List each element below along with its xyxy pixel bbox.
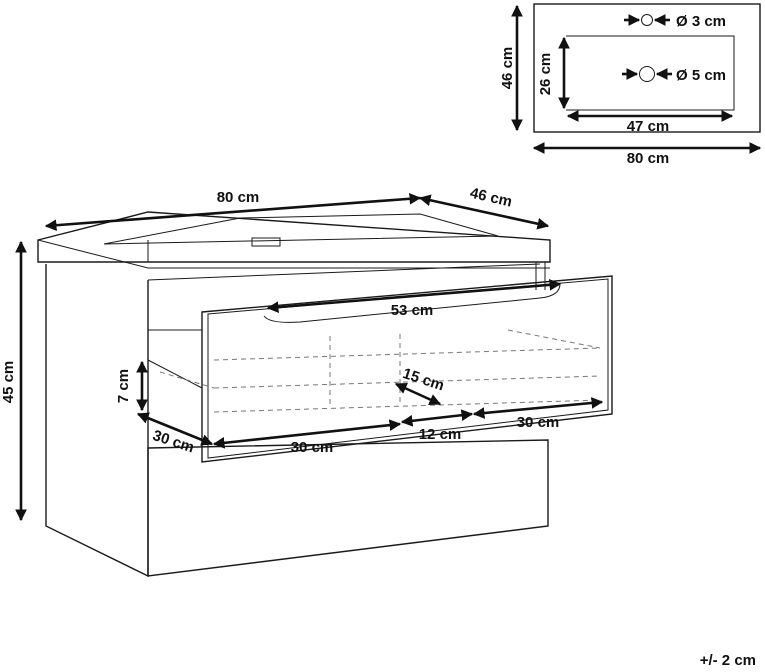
drawer-height-label: 7 cm xyxy=(115,369,132,403)
drawer-box-top-back xyxy=(213,347,601,361)
large-hole-icon xyxy=(639,66,655,82)
compartment-depth-arrow xyxy=(394,382,442,406)
drawer-left-arrow xyxy=(212,419,402,449)
drawer-width-arrow xyxy=(266,279,562,313)
small-hole-icon xyxy=(641,14,653,26)
drawer-box-middle xyxy=(213,375,601,389)
cabinet-lower-front xyxy=(147,439,549,577)
drawer-left-label: 30 cm xyxy=(291,439,334,456)
cabinet-depth-label: 46 cm xyxy=(468,185,513,211)
cabinet-width-arrow xyxy=(44,192,422,232)
drawer-width-label: 53 cm xyxy=(391,302,434,319)
left-depth-arrow xyxy=(136,412,214,446)
cabinet-depth-arrow xyxy=(418,194,550,230)
drawer-box-left-edge xyxy=(159,371,215,389)
cabinet-height-label: 45 cm xyxy=(0,361,17,404)
top-inner-depth-label: 26 cm xyxy=(537,53,554,96)
tolerance-label: +/- 2 cm xyxy=(700,652,756,669)
drawer-middle-label: 12 cm xyxy=(419,426,462,443)
drawer-middle-arrow xyxy=(400,409,474,427)
small-hole-label: Ø 3 cm xyxy=(676,13,726,30)
shelf-diagonal xyxy=(147,359,203,389)
drawer-box-right-edge xyxy=(507,329,601,349)
drawer-right-label: 30 cm xyxy=(517,414,560,431)
cabinet-top-inner xyxy=(147,263,541,281)
cabinet-width-label: 80 cm xyxy=(217,189,260,206)
countertop-front-edge xyxy=(37,239,550,269)
cabinet-side xyxy=(45,264,149,578)
top-view: Ø 3 cm Ø 5 cm 46 cm 26 cm 47 cm 80 cm xyxy=(499,3,762,167)
top-view-basin-outline xyxy=(566,35,735,111)
top-width-label: 80 cm xyxy=(627,150,670,167)
large-hole-label: Ø 5 cm xyxy=(676,67,726,84)
drawer-box-bottom xyxy=(213,399,601,413)
top-view-outline xyxy=(533,3,761,133)
top-depth-label: 46 cm xyxy=(499,47,516,90)
drawer-right-arrow xyxy=(472,397,604,419)
overflow-drain-icon xyxy=(251,237,281,247)
top-inner-width-label: 47 cm xyxy=(627,118,670,135)
left-depth-label: 30 cm xyxy=(151,427,197,456)
cabinet: 80 cm 46 cm 45 cm 53 cm 7 cm 15 cm 30 cm… xyxy=(0,185,613,578)
